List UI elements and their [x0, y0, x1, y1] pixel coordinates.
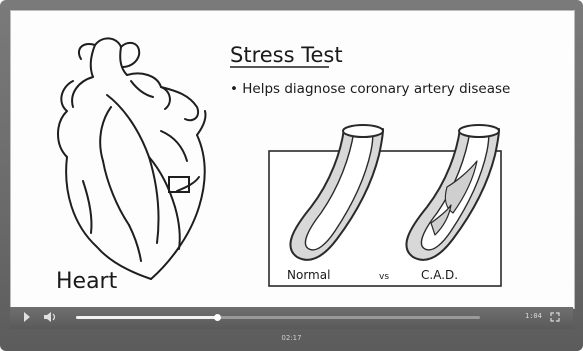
player-footer: 02:17 — [0, 329, 583, 351]
seek-bar[interactable] — [76, 316, 480, 319]
play-icon[interactable] — [24, 312, 30, 322]
fullscreen-icon[interactable] — [550, 312, 560, 322]
footer-label: 02:17 — [0, 334, 583, 342]
slide-illustration: Heart Stress Test • Helps diagnose coron… — [11, 11, 574, 308]
video-frame[interactable]: Heart Stress Test • Helps diagnose coron… — [10, 10, 575, 309]
heart-illustration — [58, 38, 206, 279]
player-control-bar: 1:04 — [10, 307, 573, 329]
slide-title: Stress Test — [230, 43, 343, 67]
normal-label: Normal — [287, 268, 330, 282]
seek-handle[interactable] — [214, 314, 221, 321]
heart-label: Heart — [56, 269, 118, 294]
slide-bullet: • Helps diagnose coronary artery disease — [230, 81, 510, 97]
cad-label: C.A.D. — [421, 268, 458, 282]
time-display: 1:04 — [525, 312, 542, 320]
volume-icon[interactable] — [43, 311, 57, 323]
seek-progress — [76, 316, 217, 319]
vs-label: vs — [379, 272, 389, 282]
